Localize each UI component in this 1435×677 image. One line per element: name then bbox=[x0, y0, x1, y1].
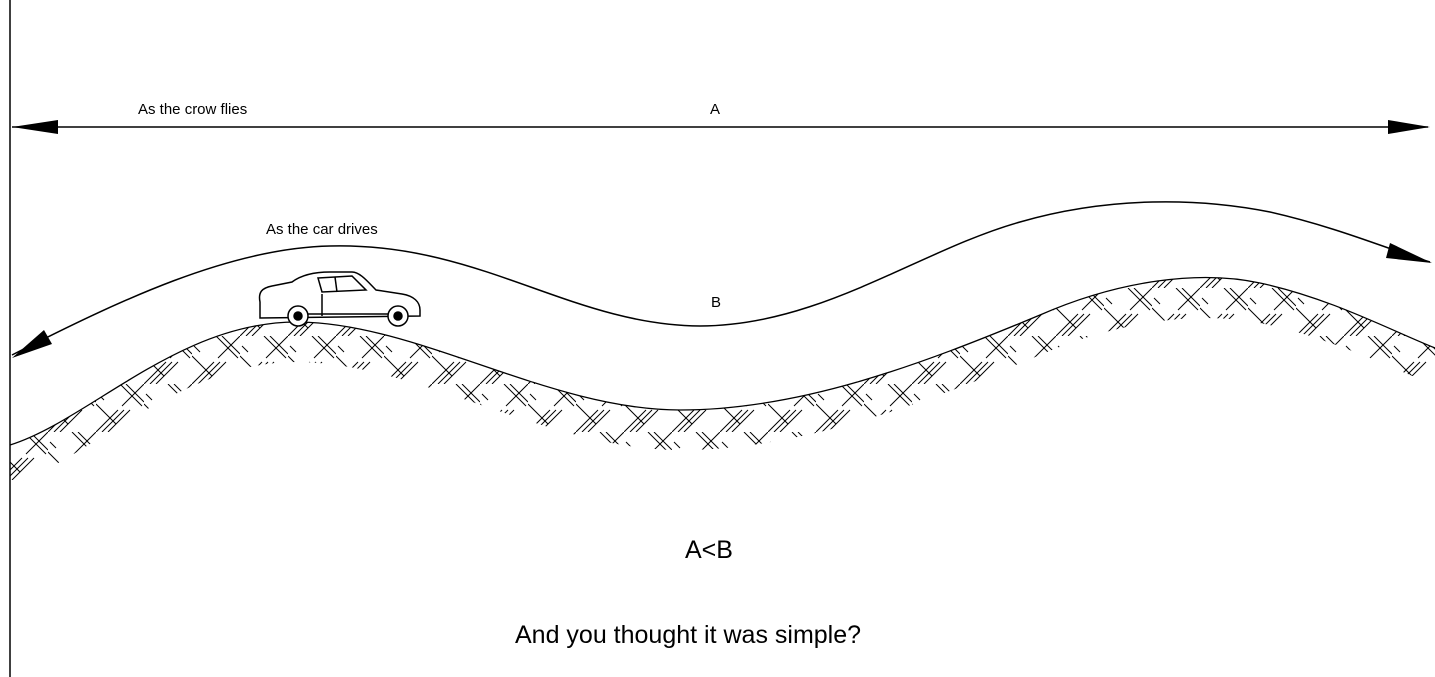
car-front-hub bbox=[293, 311, 303, 321]
ground-hill bbox=[9, 276, 1435, 485]
crow-arrowhead-left bbox=[12, 120, 58, 134]
crow-label: As the crow flies bbox=[138, 101, 247, 118]
car-rear-hub bbox=[393, 311, 403, 321]
crow-distance-arrow bbox=[12, 120, 1430, 134]
car-window-divider bbox=[334, 276, 338, 293]
car-arrowhead-left bbox=[12, 330, 52, 358]
comparison-text: A<B bbox=[685, 536, 733, 564]
car-path-curve bbox=[11, 201, 1431, 356]
car-distance-arrow bbox=[11, 201, 1432, 358]
car-window bbox=[317, 275, 368, 293]
car-label: As the car drives bbox=[266, 221, 378, 238]
ground-hatching bbox=[10, 277, 1435, 485]
distance-b-label: B bbox=[711, 294, 721, 311]
crow-arrowhead-right bbox=[1388, 120, 1430, 134]
car-arrowhead-right bbox=[1386, 243, 1432, 263]
distance-a-label: A bbox=[710, 101, 720, 118]
caption-text: And you thought it was simple? bbox=[515, 621, 861, 649]
ground-surface-line bbox=[9, 276, 1435, 446]
car-icon bbox=[258, 271, 421, 327]
